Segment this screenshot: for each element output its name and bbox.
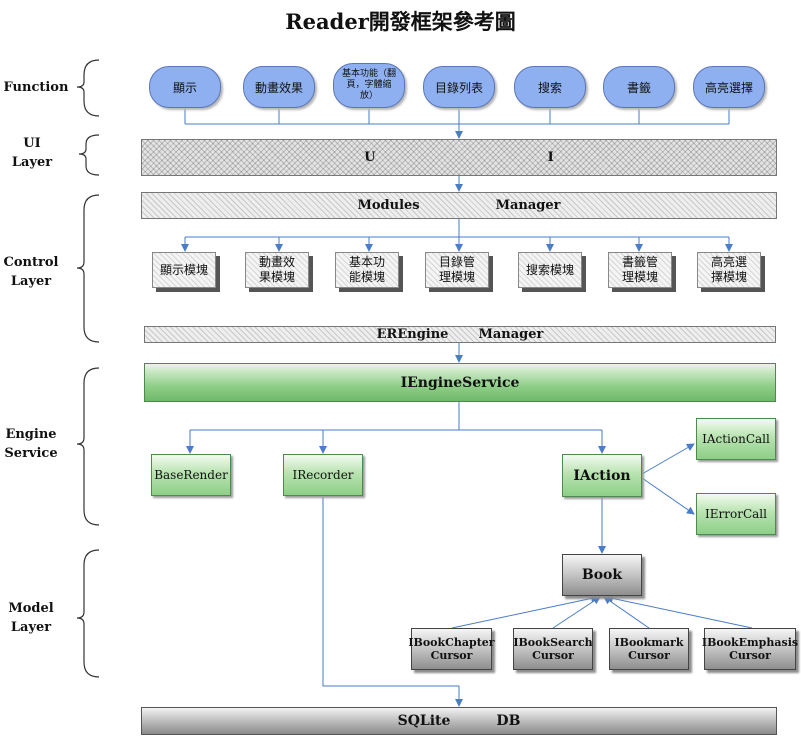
arrow-action-to-error-call xyxy=(641,477,695,515)
cursor-search-box: IBookSearch Cursor xyxy=(513,628,593,670)
function-bookmark: 書籤 xyxy=(603,66,675,108)
ui-layer-bar: U I xyxy=(141,139,777,176)
erengine-manager-left: EREngine xyxy=(376,327,449,342)
function-search: 搜索 xyxy=(514,66,586,108)
engine-service-bar: IEngineService xyxy=(144,363,776,402)
arrow-cursor-1-to-book xyxy=(451,594,599,629)
layer-label-model: Model Layer xyxy=(8,601,54,635)
brace-model xyxy=(76,549,100,678)
layer-label-engine: Engine Service xyxy=(4,427,58,461)
recorder-box: IRecorder xyxy=(283,454,363,496)
arrow-action-to-action-call xyxy=(641,443,695,475)
ui-bar-left: U xyxy=(364,150,376,165)
brace-function xyxy=(76,59,100,117)
erengine-manager-bar: EREngine Manager xyxy=(144,326,776,343)
layer-label-function: Function xyxy=(3,80,69,95)
function-highlight: 高亮選擇 xyxy=(693,66,765,108)
brace-engine xyxy=(76,367,100,526)
base-render-box: BaseRender xyxy=(151,454,231,496)
cursor-emphasis-box: IBookEmphasis Cursor xyxy=(702,628,798,670)
arrow-cursor-4-to-book xyxy=(605,594,753,629)
action-box: IAction xyxy=(562,454,642,497)
modules-manager-bar: Modules Manager xyxy=(141,192,777,219)
function-display: 顯示 xyxy=(149,66,221,108)
function-toc: 目錄列表 xyxy=(423,66,495,108)
action-call-box: IActionCall xyxy=(696,418,776,460)
db-left: SQLite xyxy=(397,713,451,729)
module-animation: 動畫效果模塊 xyxy=(245,252,309,288)
cursor-bookmark-box: IBookmark Cursor xyxy=(609,628,689,670)
function-animation: 動畫效果 xyxy=(243,66,315,108)
layer-label-ui: UI Layer xyxy=(11,136,53,170)
function-basic: 基本功能（翻頁，字體縮放） xyxy=(333,63,405,108)
erengine-manager-right: Manager xyxy=(478,327,544,342)
sqlite-db-bar: SQLite DB xyxy=(141,707,777,735)
book-box: Book xyxy=(562,554,642,596)
module-search: 搜索模塊 xyxy=(518,252,582,288)
module-toc: 目錄管理模塊 xyxy=(425,252,489,288)
diagram-title: Reader開發框架參考圖 xyxy=(285,9,516,34)
cursor-chapter-box: IBookChapter Cursor xyxy=(408,628,495,670)
module-bookmark: 書籤管理模塊 xyxy=(608,252,672,288)
modules-manager-left: Modules xyxy=(357,198,420,213)
modules-manager-right: Manager xyxy=(495,198,561,213)
layer-label-control: Control Layer xyxy=(3,255,59,289)
brace-ui xyxy=(78,134,100,176)
arrow-cursor-2-to-book xyxy=(552,596,601,629)
arrow-recorder-to-db xyxy=(322,497,463,707)
brace-control xyxy=(76,194,100,343)
module-display: 顯示模塊 xyxy=(152,252,216,288)
ui-bar-right: I xyxy=(547,150,554,165)
module-highlight: 高亮選擇模塊 xyxy=(697,252,761,288)
db-right: DB xyxy=(496,713,521,729)
module-basic: 基本功能模塊 xyxy=(335,252,399,288)
error-call-box: IErrorCall xyxy=(696,493,776,535)
